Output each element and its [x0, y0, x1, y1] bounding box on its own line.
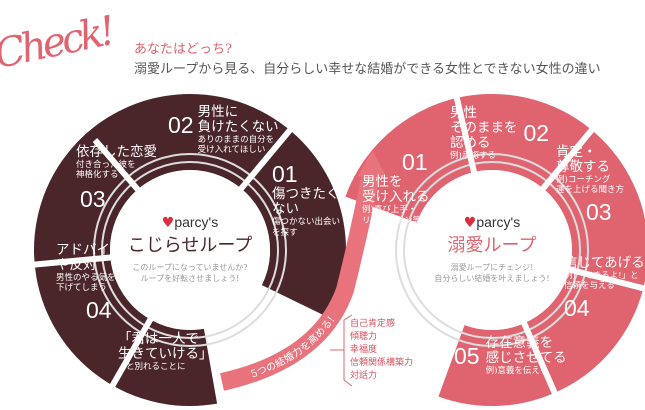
header-question: あなたはどっち? — [134, 42, 232, 57]
step-desc: 例)喜び上手・ リアクション等 — [362, 204, 422, 226]
right-loop-note: 自分らしい結婚を叶えましょう! — [434, 273, 550, 283]
left-step-04: アドバイス や反対 男性のやる気を 下げてしまう 04 — [56, 243, 123, 323]
brand-logo: parcy's — [174, 214, 219, 230]
brand-logo: parcy's — [476, 214, 521, 230]
connecting-arrow — [220, 166, 381, 391]
step-desc: 傷つかない出会い を探す — [272, 216, 341, 238]
step-number: 04 — [564, 295, 590, 322]
step-title: 男性を 受け入れる — [362, 174, 430, 206]
step-desc: 例)コーチング 運を上げる聞き方 — [556, 174, 625, 196]
skill-item: 信頼関係構築力 — [350, 358, 414, 369]
inner-guide-circles — [93, 153, 589, 347]
left-loop-title: こじらせループ — [127, 235, 253, 256]
left-step-02: 02 男性に 負けたくない ありのままの自分を 受け入れてほしい — [168, 105, 279, 156]
step-number: 02 — [523, 119, 550, 146]
step-title: 男性に 負けたくない — [197, 104, 279, 135]
right-step-01: 01 男性を 受け入れる 例)喜び上手・ リアクション等 — [362, 149, 430, 226]
skill-item: 自己肯定感 — [350, 319, 396, 329]
right-loop-note: 溺愛ループにチェンジ! — [450, 263, 534, 272]
step-desc: 付き合った彼を 神格化する — [76, 159, 136, 181]
step-number: 01 — [272, 161, 298, 187]
step-number: 03 — [80, 186, 106, 213]
left-loop-note: ループを好転させましょう! — [140, 273, 240, 283]
step-desc: 例)承認する — [450, 150, 496, 161]
step-desc: と別れることに — [126, 361, 186, 372]
step-title: 依存した恋愛 — [76, 144, 157, 160]
skill-item: 対話力 — [350, 371, 378, 382]
step-number: 05 — [454, 342, 480, 369]
step-number: 04 — [86, 296, 112, 323]
step-number: 02 — [168, 112, 194, 138]
left-step-05: 「君は一人で 生きていける」 と別れることに 05 — [118, 332, 240, 372]
skill-item: 幸福度 — [350, 345, 378, 356]
heart-icon: ♥ — [161, 215, 175, 231]
step-desc: 男性のやる気を 下げてしまう — [56, 272, 116, 294]
right-step-05: 05 存在意義を 感じさせてる 例)意義を伝える — [454, 336, 567, 376]
right-step-03: 肯定・ 尊敬する 例)コーチング 運を上げる聞き方 03 — [556, 145, 624, 225]
left-step-01: 01 傷つきたく ない 傷つかない出会い を探す — [272, 161, 341, 238]
skills-list: 自己肯定感 傾聴力 幸福度 信頼関係構築力 対話力 — [350, 318, 413, 383]
step-title: アドバイス や反対 — [56, 242, 124, 273]
arrow-head — [358, 150, 386, 176]
step-title: 肯定・ 尊敬する — [556, 144, 610, 175]
step-title: 信じてあげる — [564, 255, 645, 271]
right-loop-title: 溺愛ループ — [447, 235, 537, 256]
step-title: 傷つきたく ない — [272, 186, 340, 218]
step-number: 03 — [586, 198, 612, 225]
step-title: 男性 そのままを 認める — [450, 105, 518, 151]
step-number: 01 — [402, 149, 428, 175]
step-title: 存在意義を 感じさせてる — [485, 335, 567, 366]
step-desc: 例)意義を伝える — [485, 365, 549, 376]
right-step-04: 信じてあげる 例)「できるよ!」と 信頼を与える 04 — [564, 256, 645, 321]
right-loop-center: ♥parcy's 溺愛ループ 溺愛ループにチェンジ! 自分らしい結婚を叶えましょ… — [422, 212, 562, 285]
step-desc: ありのままの自分を 受け入れてほしい — [197, 134, 275, 156]
right-step-02: 男性 そのままを 認める 例)承認する 02 — [450, 106, 549, 161]
step-title: 「君は一人で 生きていける」 — [118, 331, 213, 362]
step-number: 05 — [214, 338, 241, 365]
heart-icon: ♥ — [463, 215, 477, 231]
left-step-03: 依存した恋愛 付き合った彼を 神格化する 03 — [76, 145, 157, 212]
left-loop-center: ♥parcy's こじらせループ このループになっていませんか? ループを好転さ… — [120, 212, 260, 285]
left-loop-ring — [34, 94, 346, 406]
skill-item: 傾聴力 — [350, 332, 378, 343]
right-loop-ring — [336, 93, 645, 406]
left-loop-note: このループになっていませんか? — [132, 263, 248, 272]
header-subtitle: 溺愛ループから見る、自分らしい幸せな結婚ができる女性とできない女性の違い — [134, 62, 601, 77]
step-desc: 例)「できるよ!」と 信頼を与える — [564, 270, 639, 292]
